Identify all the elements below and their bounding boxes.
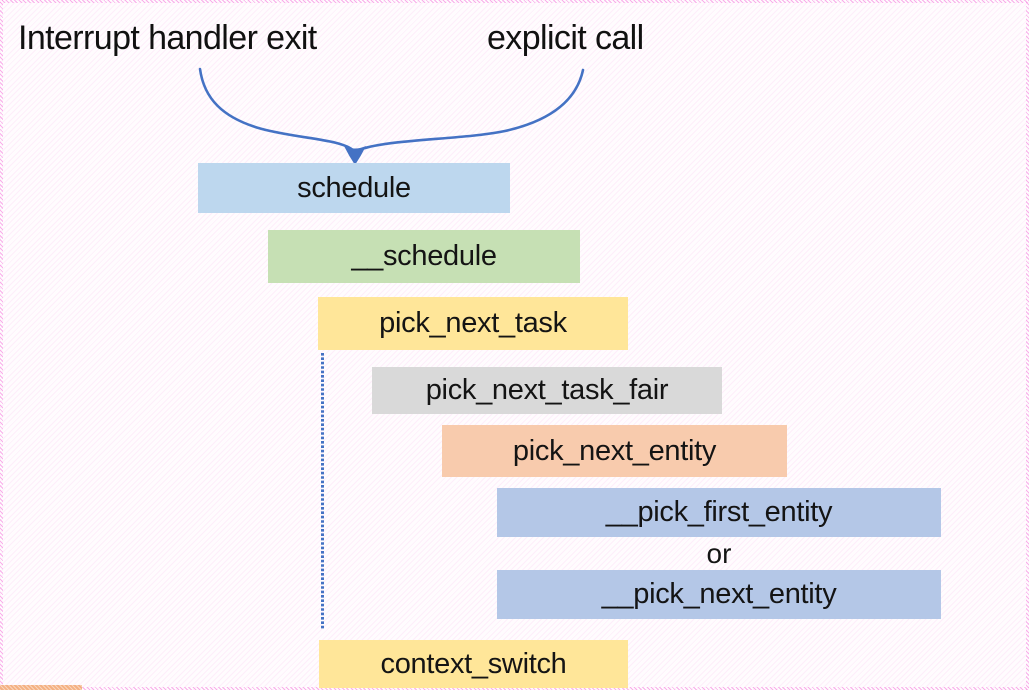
box-__schedule: __schedule bbox=[268, 230, 580, 283]
curve-from-explicit-call-icon bbox=[355, 68, 585, 153]
label-interrupt-handler-exit: Interrupt handler exit bbox=[18, 19, 317, 57]
cropped-orange-box-edge bbox=[0, 685, 82, 690]
box-context-switch: context_switch bbox=[319, 640, 628, 688]
or-label: or bbox=[706, 537, 732, 569]
box-pick-next-task-fair: pick_next_task_fair bbox=[372, 367, 722, 414]
pink-border-left bbox=[0, 0, 3, 690]
box-pick-next-entity: pick_next_entity bbox=[442, 425, 787, 477]
pink-border-top bbox=[0, 0, 1029, 3]
curve-from-interrupt-exit-icon bbox=[198, 67, 356, 153]
label-explicit-call: explicit call bbox=[487, 19, 644, 57]
box-__pick-first-entity: __pick_first_entity bbox=[497, 488, 941, 537]
box-schedule: schedule bbox=[198, 163, 510, 213]
box-pick-next-task: pick_next_task bbox=[318, 297, 628, 350]
box-__pick-next-entity: __pick_next_entity bbox=[497, 570, 941, 619]
